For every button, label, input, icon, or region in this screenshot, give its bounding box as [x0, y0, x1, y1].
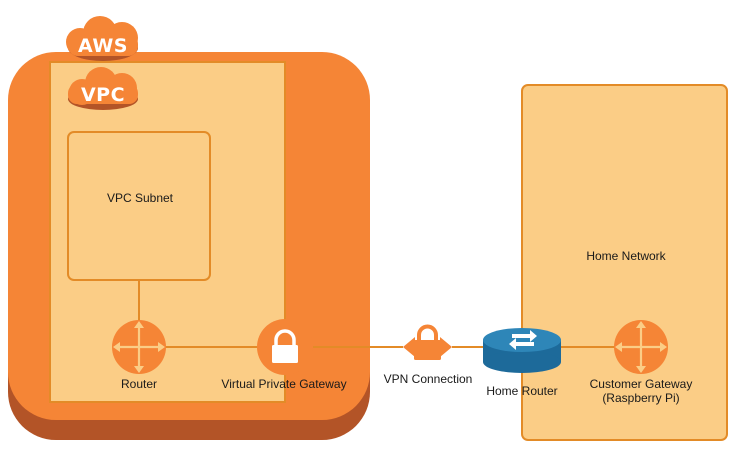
home-router-label: Home Router [486, 384, 557, 398]
customer-gateway-label-line2: (Raspberry Pi) [602, 391, 679, 405]
home-network-label: Home Network [586, 249, 666, 263]
vpn-connection-label: VPN Connection [384, 372, 473, 386]
router-icon [112, 320, 166, 374]
network-router-icon [483, 328, 561, 373]
vpc-subnet-box [67, 131, 211, 281]
lock-icon [257, 319, 313, 375]
aws-label: AWS [78, 35, 128, 57]
home-network-box [521, 84, 728, 441]
customer-gateway-label-line1: Customer Gateway [590, 377, 693, 391]
vpn-lock-icon [403, 324, 452, 360]
connections [138, 280, 614, 348]
vpc-label: VPC [81, 84, 125, 106]
vpc-cloud-icon: VPC [68, 67, 138, 110]
vpc-subnet-label: VPC Subnet [107, 191, 174, 205]
router-label: Router [121, 377, 157, 391]
aws-cloud-icon: AWS [66, 16, 138, 61]
customer-gateway-icon [614, 320, 668, 374]
virtual-private-gateway-label: Virtual Private Gateway [221, 377, 346, 391]
